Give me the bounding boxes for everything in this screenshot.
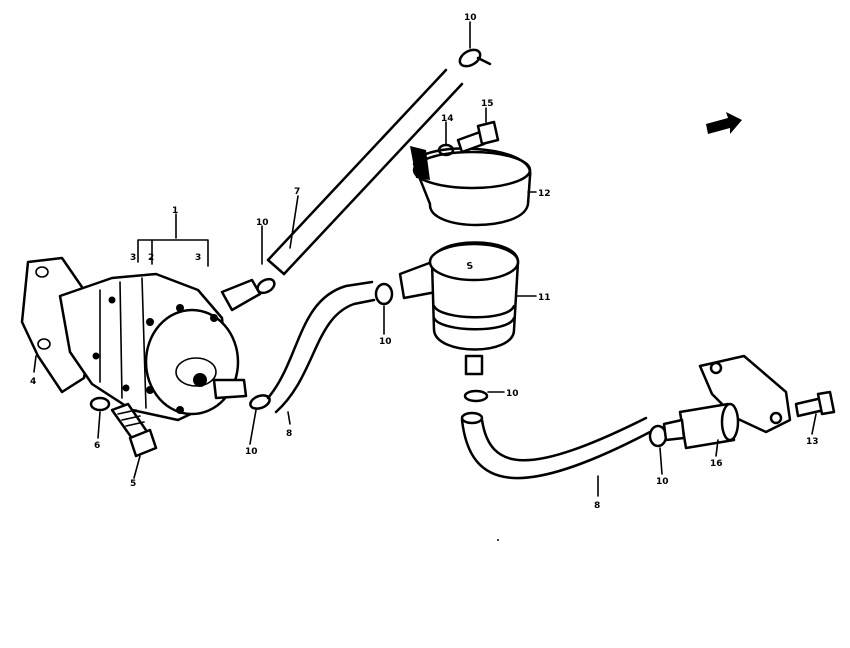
connector-flange-hole — [709, 361, 723, 375]
washer-14 — [437, 143, 455, 157]
hose-clamp-filter-outlet — [463, 389, 489, 403]
callout-labels: 1 2 3 3 4 5 6 7 8 8 10 10 10 10 10 10 11… — [30, 13, 819, 511]
hose-8-lower — [460, 411, 652, 480]
pump-inlet-nipple — [212, 378, 248, 400]
leader-16 — [715, 439, 719, 457]
hose-8-lower-edge-a — [460, 418, 652, 480]
hose-7-end — [266, 258, 286, 276]
hose-clamp-top — [458, 48, 482, 68]
bracket-band — [412, 147, 532, 227]
callout-4: 4 — [30, 377, 36, 387]
filter-top-cap — [428, 242, 520, 282]
pump-cover-boss — [175, 357, 217, 387]
filter-logo: S — [466, 261, 474, 272]
bolt-17-head — [816, 390, 836, 416]
callout-8a: 8 — [286, 429, 292, 439]
callout-10a: 10 — [464, 13, 477, 23]
bracket-tab — [410, 146, 430, 180]
pump-layer-line-3 — [141, 277, 147, 409]
hose-8-edge-a — [266, 280, 374, 400]
hose-clamp-pump-outlet — [256, 277, 276, 295]
connector-flange-hole — [769, 411, 783, 425]
bolt-15-head — [476, 120, 500, 146]
leader-8a — [287, 411, 291, 425]
callout-10d: 10 — [245, 447, 258, 457]
hose-7 — [266, 68, 464, 276]
hose-8-lower-end — [460, 411, 484, 425]
bolt-15 — [456, 120, 500, 154]
flange-hole-top — [35, 266, 49, 278]
callout-13: 13 — [806, 437, 819, 447]
hose-clamp-top-tab — [476, 56, 492, 66]
leader-5 — [133, 455, 141, 479]
connector-nipple — [662, 418, 686, 442]
hose-8 — [266, 280, 376, 414]
leader-1 — [137, 213, 209, 267]
lock-washer-6 — [89, 396, 111, 412]
front-direction-arrow-icon — [706, 112, 742, 134]
callout-15: 15 — [481, 99, 494, 109]
pump-outlet-nipple — [220, 278, 262, 312]
callout-14: 14 — [441, 114, 454, 124]
hose-7-edge-bottom — [282, 82, 464, 276]
callout-8b: 8 — [594, 501, 600, 511]
callout-11: 11 — [538, 293, 551, 303]
callout-10f: 10 — [656, 477, 669, 487]
bolt-17 — [794, 390, 836, 418]
leader-6 — [97, 411, 101, 439]
leader-10f — [659, 447, 663, 475]
leader-7 — [289, 195, 299, 249]
connector-body-end — [720, 402, 740, 442]
fuel-connector — [662, 354, 792, 450]
callout-leaders — [33, 21, 817, 497]
callout-10e: 10 — [506, 389, 519, 399]
bolt-5 — [110, 402, 158, 458]
leader-4 — [33, 355, 37, 373]
callout-10c: 10 — [379, 337, 392, 347]
callout-5: 5 — [130, 479, 136, 489]
print-speck — [497, 539, 499, 541]
leader-10d — [249, 409, 257, 445]
filter-bracket — [410, 146, 532, 227]
pump-screw — [176, 406, 184, 414]
callout-2: 2 — [148, 253, 154, 263]
callout-16: 16 — [710, 459, 723, 469]
pump-screw — [108, 296, 116, 304]
hose-8-edge-b — [274, 298, 376, 414]
callout-3b: 3 — [195, 253, 201, 263]
pump-center-nut — [193, 373, 207, 387]
pump-screw — [146, 386, 154, 394]
pump-layer-line-2 — [119, 281, 123, 399]
callout-12: 12 — [538, 189, 551, 199]
filter-outlet-nipple — [464, 354, 484, 376]
hose-clamp-pump-inlet — [249, 394, 271, 410]
hose-7-edge-top — [266, 68, 448, 262]
connector-flange — [698, 354, 792, 434]
fuel-pump-assembly — [20, 256, 262, 422]
pump-screw — [210, 314, 218, 322]
bolt-head — [128, 428, 158, 458]
callout-10b: 10 — [256, 218, 269, 228]
filter-band-bottom — [432, 316, 516, 331]
callout-1: 1 — [172, 206, 178, 216]
pump-screw — [92, 352, 100, 360]
callout-6: 6 — [94, 441, 100, 451]
filter-band-top — [432, 304, 516, 319]
fuel-filter: S — [398, 241, 520, 376]
callout-3a: 3 — [130, 253, 136, 263]
pump-screw — [176, 304, 184, 312]
leader-13 — [811, 413, 817, 435]
bolt-threads — [117, 409, 145, 427]
hose-clamp-filter-inlet — [374, 282, 394, 306]
pump-screw — [122, 384, 130, 392]
callout-7: 7 — [294, 187, 300, 197]
bracket-band-top-edge — [412, 150, 532, 190]
hose-8-lower-edge-b — [480, 416, 648, 462]
pump-screw — [146, 318, 154, 326]
flange-hole-bottom — [37, 338, 51, 350]
